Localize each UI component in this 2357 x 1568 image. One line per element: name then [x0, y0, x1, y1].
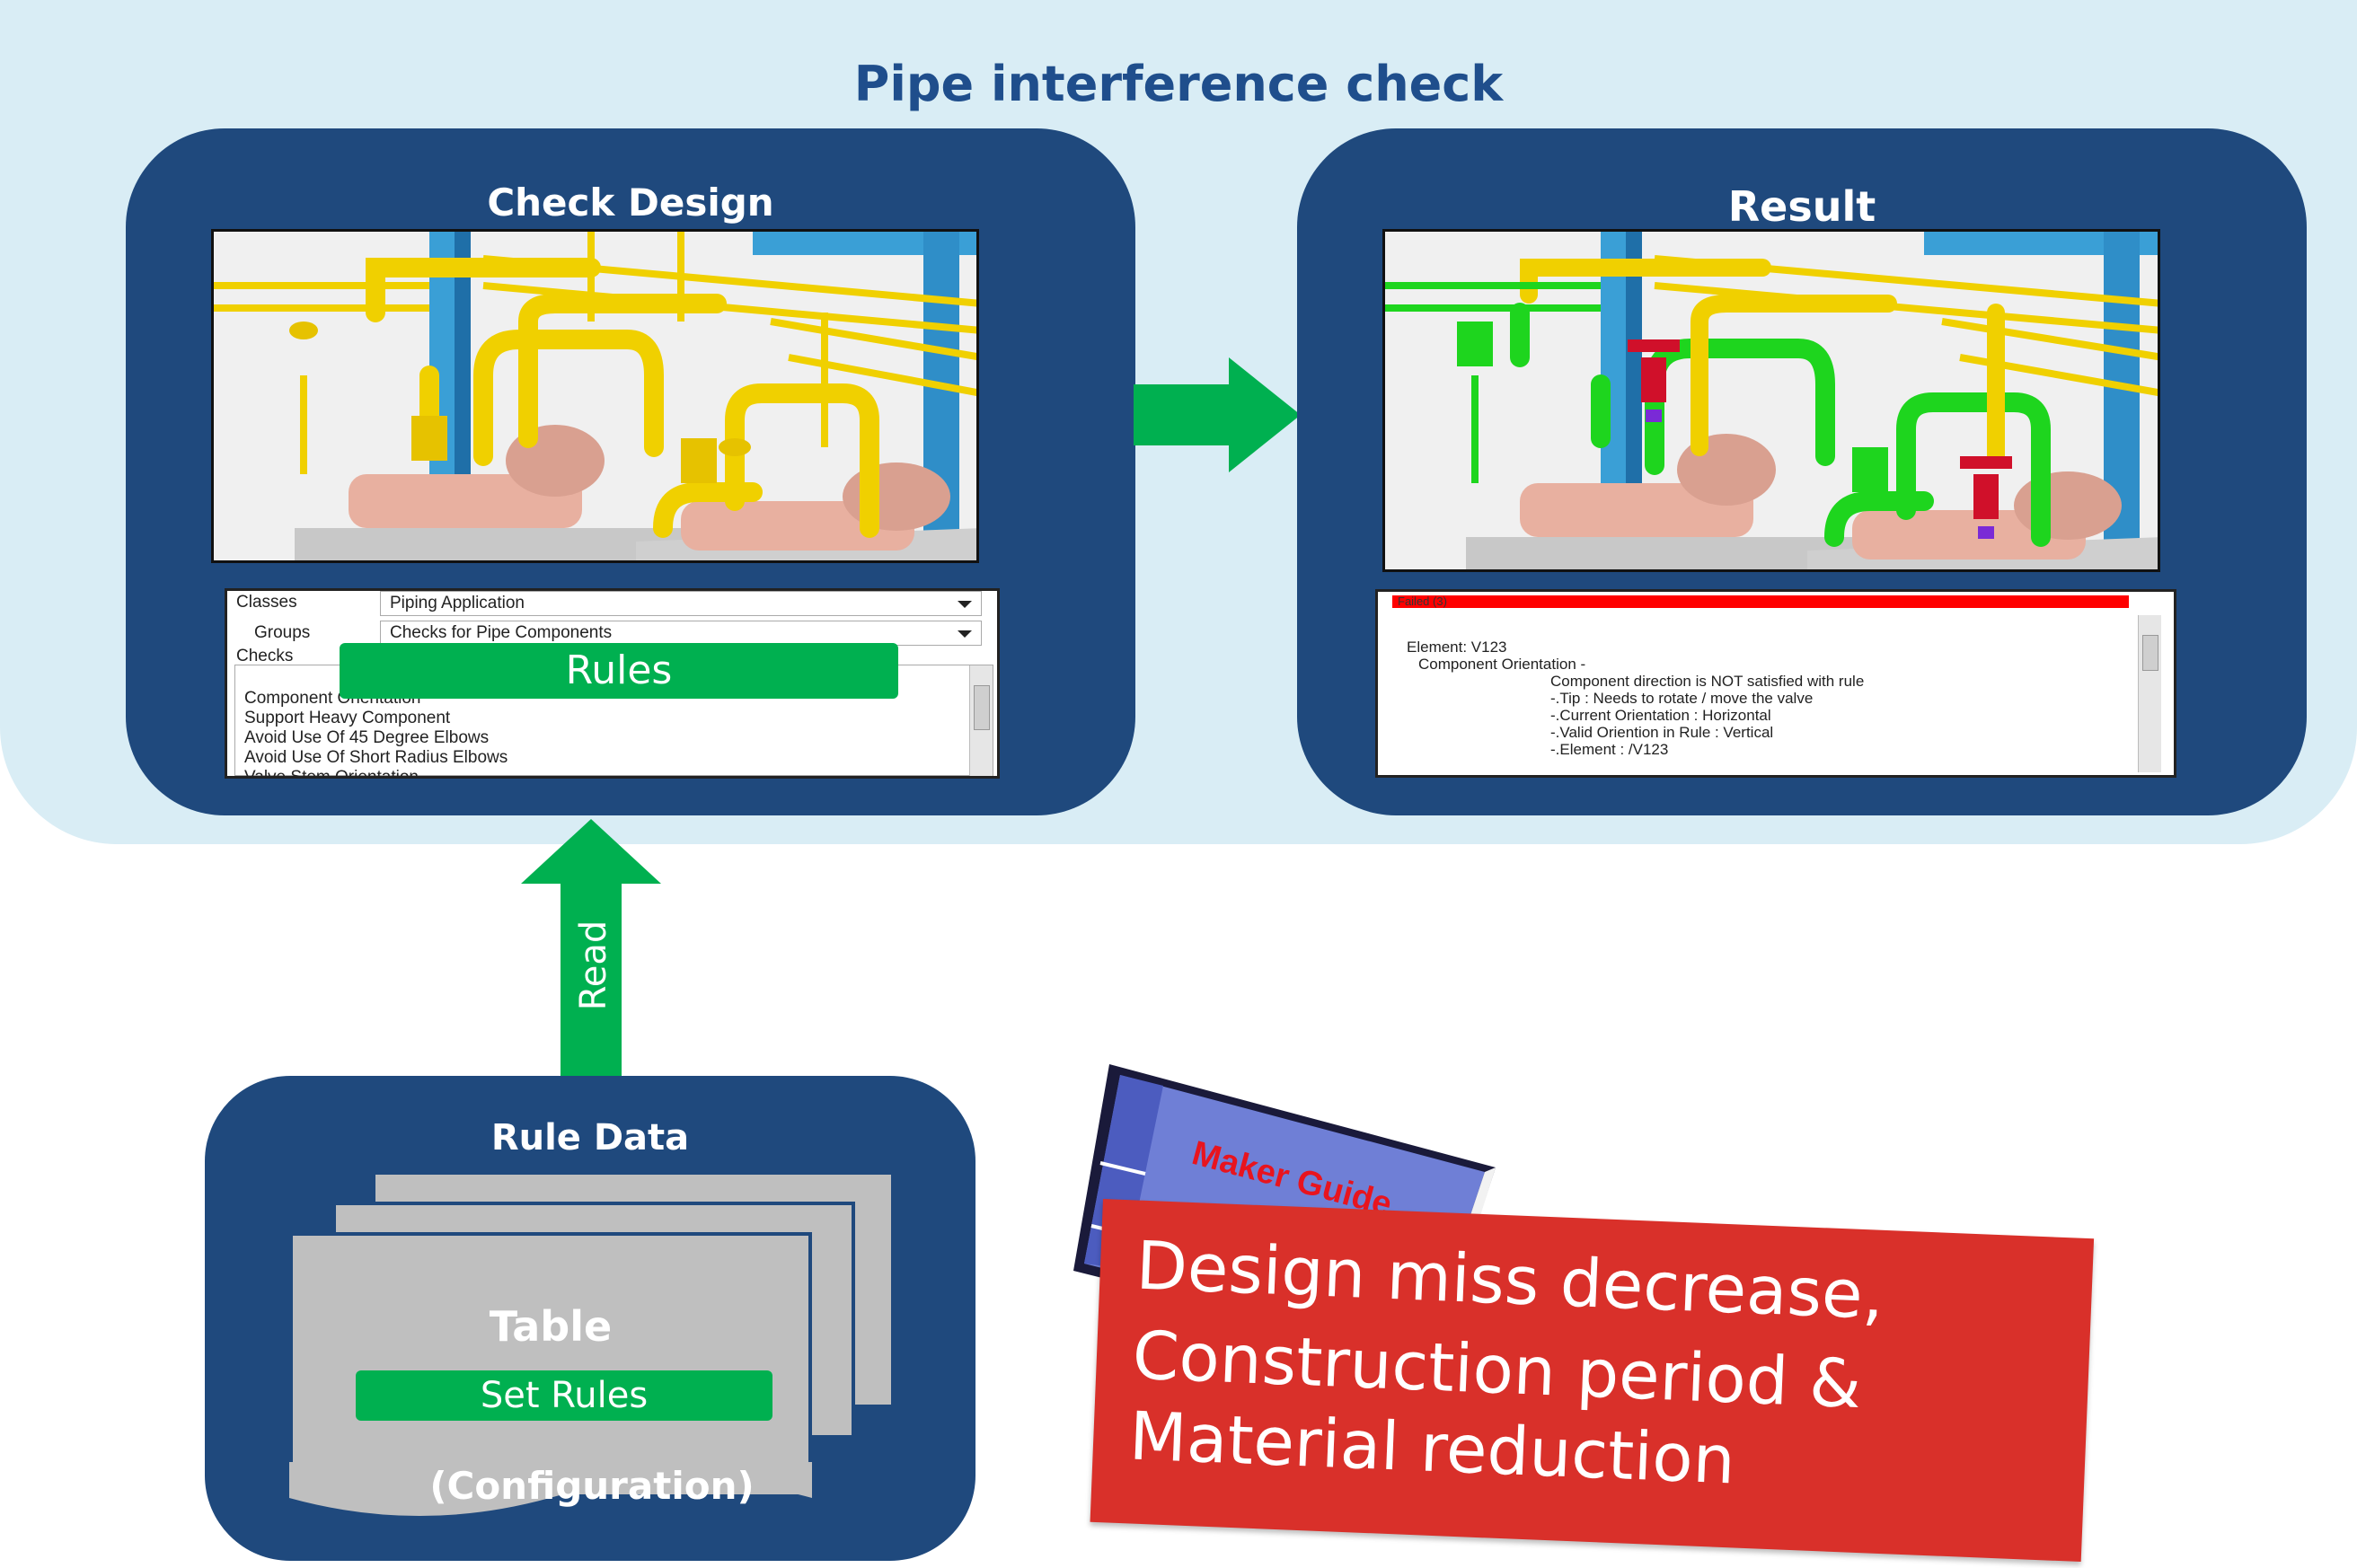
main-title: Pipe interference check — [853, 56, 1504, 112]
failed-label: Failed (3) — [1398, 595, 1447, 608]
classes-label: Classes — [236, 593, 297, 612]
result-scrollbar[interactable] — [2138, 615, 2161, 772]
table-label: Table — [489, 1302, 613, 1351]
rule-data-box: Rule Data Table Set Rules (Configuration… — [205, 1076, 975, 1561]
up-arrow — [521, 819, 661, 1079]
result-line: Component direction is NOT satisfied wit… — [1550, 673, 1865, 690]
result-line: -.Current Orientation : Horizontal — [1550, 707, 1771, 724]
check-design-title: Check Design — [487, 181, 774, 225]
read-label: Read — [573, 920, 614, 1011]
list-item[interactable]: Support Heavy Component — [244, 709, 451, 727]
result-line: Element: V123 — [1407, 639, 1507, 656]
outcome-line: Design miss decrease, — [1134, 1227, 1885, 1335]
scroll-thumb[interactable] — [974, 685, 990, 730]
classes-select[interactable]: Piping Application — [380, 591, 982, 616]
result-line: -.Tip : Needs to rotate / move the valve — [1550, 690, 1814, 707]
right-arrow — [1134, 357, 1301, 472]
checks-label: Checks — [236, 647, 294, 665]
rule-data-title: Rule Data — [490, 1117, 690, 1158]
failed-banner: Failed (3) — [1392, 595, 2129, 608]
rules-label: Rules — [340, 643, 898, 699]
pipe-model-green — [1385, 232, 2158, 569]
config-sheet-front — [289, 1232, 812, 1498]
chevron-down-icon — [958, 630, 972, 638]
scroll-thumb[interactable] — [2142, 635, 2158, 671]
groups-select-value: Checks for Pipe Components — [390, 623, 613, 642]
result-line: Component Orientation - — [1418, 656, 1586, 673]
groups-label: Groups — [254, 623, 311, 642]
result-model-view — [1382, 229, 2160, 572]
chevron-down-icon — [958, 601, 972, 608]
check-design-model-view — [211, 229, 979, 563]
outcome-box: Design miss decrease, Construction perio… — [1090, 1199, 2095, 1563]
result-line: -.Valid Oriention in Rule : Vertical — [1550, 724, 1774, 741]
list-item[interactable]: Valve Stem Orientation — [244, 768, 419, 779]
sheet-wave-edge — [289, 1462, 812, 1516]
configuration-label: (Configuration) — [429, 1464, 755, 1508]
set-rules-label: Set Rules — [356, 1370, 772, 1421]
groups-select[interactable]: Checks for Pipe Components — [380, 621, 982, 646]
check-design-box: Check Design — [126, 128, 1135, 815]
list-item[interactable]: Avoid Use Of 45 Degree Elbows — [244, 728, 490, 747]
result-line: -.Element : /V123 — [1550, 741, 1669, 758]
classes-select-value: Piping Application — [390, 594, 525, 612]
result-box: Result — [1297, 128, 2307, 815]
list-item[interactable]: Avoid Use Of Short Radius Elbows — [244, 748, 508, 767]
checks-scrollbar[interactable] — [969, 665, 993, 776]
result-log-panel: Failed (3) Element: V123 Component Orien… — [1375, 589, 2176, 778]
result-title: Result — [1727, 182, 1876, 231]
check-design-settings-panel: Classes Piping Application Groups Checks… — [225, 588, 1000, 779]
pipe-model-yellow — [214, 232, 976, 560]
